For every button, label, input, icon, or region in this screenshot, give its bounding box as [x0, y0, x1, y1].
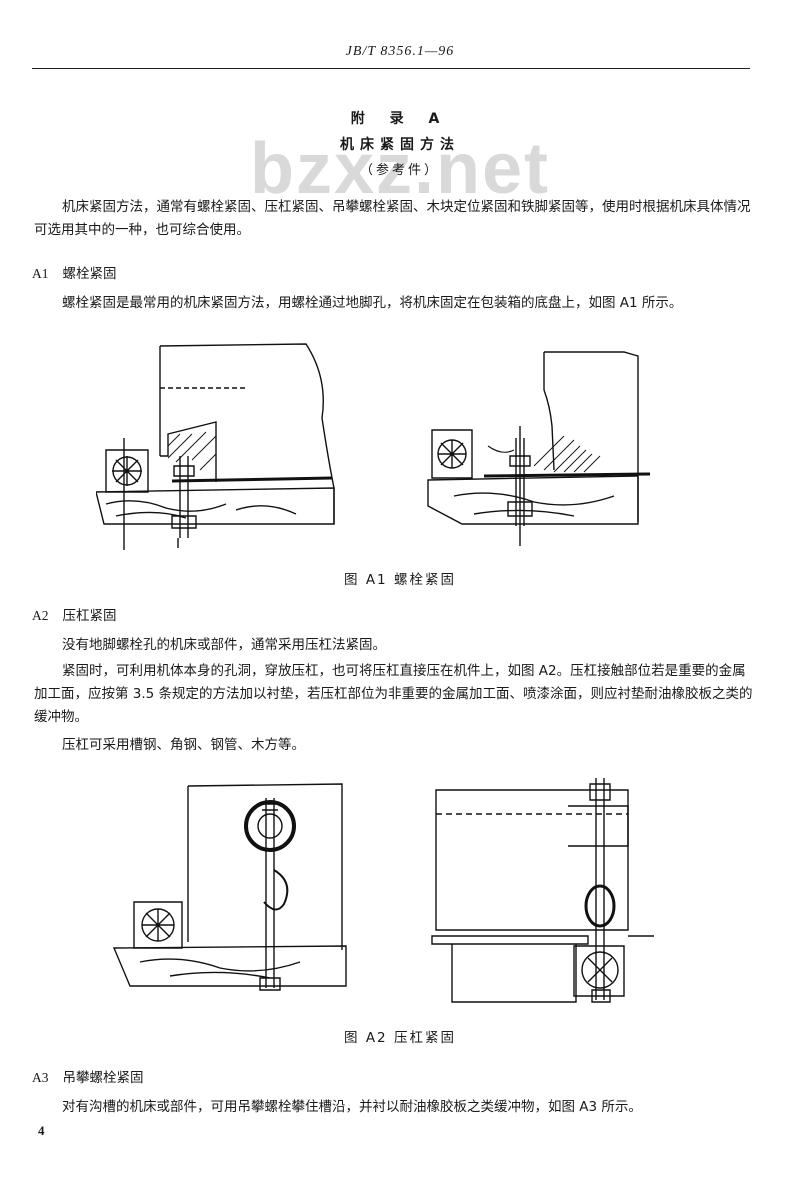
watermark: bzxz.net: [249, 129, 551, 209]
section-number: A1: [32, 266, 49, 281]
section-title: 压杠紧固: [62, 608, 117, 624]
header-rule: [32, 68, 750, 69]
section-a1-heading: A1 螺栓紧固: [32, 262, 117, 282]
figure-a2-right-drawing: [428, 770, 658, 1006]
section-a2-heading: A2 压杠紧固: [32, 604, 117, 624]
appendix-note: （参考件）: [359, 163, 440, 178]
figure-a2-caption: 图 A2 压杠紧固: [344, 1030, 456, 1046]
section-a2-paragraph-1: 没有地脚螺栓孔的机床或部件，通常采用压杠法紧固。: [62, 637, 386, 653]
section-title: 螺栓紧固: [62, 266, 117, 282]
appendix-subtitle: 机床紧固方法: [340, 137, 460, 153]
figure-a1-left-drawing: [96, 338, 356, 554]
section-a1-paragraph: 螺栓紧固是最常用的机床紧固方法，用螺栓通过地脚孔，将机床固定在包装箱的底盘上，如…: [62, 295, 683, 311]
appendix-title: 附 录 A: [350, 111, 450, 127]
figure-a2-left-drawing: [110, 778, 360, 998]
standard-code-header: JB/T 8356.1—96: [345, 44, 455, 59]
section-a2-paragraph-3: 压杠可采用槽钢、角钢、钢管、木方等。: [62, 737, 305, 753]
page-number: 4: [38, 1123, 45, 1138]
figure-a1-right-drawing: [424, 346, 660, 550]
section-number: A2: [32, 608, 49, 623]
figure-a1-caption: 图 A1 螺栓紧固: [344, 572, 456, 588]
section-a2-paragraph-2: 紧固时，可利用机体本身的孔洞，穿放压杠，也可将压杠直接压在机件上，如图 A2。压…: [34, 663, 753, 725]
intro-paragraph: 机床紧固方法，通常有螺栓紧固、压杠紧固、吊攀螺栓紧固、木块定位紧固和铁脚紧固等，…: [34, 199, 751, 238]
section-title: 吊攀螺栓紧固: [62, 1070, 144, 1086]
section-a3-heading: A3 吊攀螺栓紧固: [32, 1066, 144, 1086]
section-number: A3: [32, 1070, 49, 1085]
section-a3-paragraph: 对有沟槽的机床或部件，可用吊攀螺栓攀住槽沿，并衬以耐油橡胶板之类缓冲物，如图 A…: [62, 1099, 642, 1115]
